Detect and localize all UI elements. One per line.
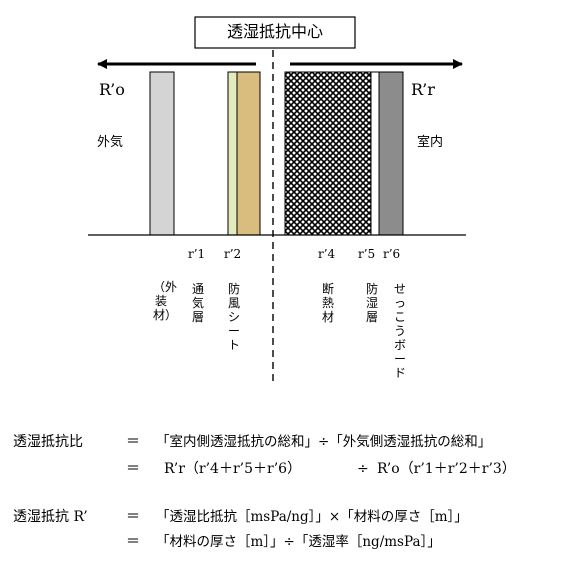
layer-wind-sheet-inner [227,71,238,236]
layer-name-vapor-barrier: 防湿層 [365,282,378,324]
layer-code-r1: r’1 [188,247,206,261]
resistance-equals-2: ＝ [126,534,140,550]
inside-resistance-symbol: R’r [411,80,435,99]
ratio-numerator: R’r（r’4＋r’5＋r’6） [164,461,302,477]
layer-wind-sheet [236,71,261,236]
outside-resistance-symbol: R’o [99,80,125,99]
resistance-definition-2: 「材料の厚さ［m］」÷「透湿率［ng/msPa］」 [156,534,441,550]
layer-code-r2: r’2 [224,247,242,261]
layer-gypsum-board [378,71,404,236]
ratio-denominator: R’o（r’1＋r’2＋r’3） [377,461,516,477]
layer-exterior [149,71,175,236]
outside-label: 外気 [97,135,124,150]
layer-code-r6: r’6 [383,247,401,261]
layer-code-r5: r’5 [358,247,376,261]
resistance-definition-1: 「透湿比抵抗［msPa/ng］」×「材料の厚さ［m］」 [156,509,468,525]
layer-insulation [284,71,372,236]
inside-label: 室内 [417,135,444,150]
ratio-equals-1: ＝ [126,434,140,450]
layer-name-insulation: 断熱材 [321,282,334,324]
ratio-divide: ÷ [357,461,369,477]
layer-name-wind-sheet: 防風シート [227,282,240,352]
resistance-label: 透湿抵抗 R’ [13,509,88,525]
layer-name-air-layer: 通気層 [191,282,204,324]
diagram-title: 透湿抵抗中心 [226,22,323,41]
layer-vapor-barrier [370,71,380,236]
ratio-equals-2: ＝ [126,461,140,477]
title-box [194,16,356,49]
ratio-definition: 「室内側透湿抵抗の総和」÷「外気側透湿抵抗の総和」 [156,434,492,450]
resistance-equals-1: ＝ [126,509,140,525]
layer-code-r4: r’4 [318,247,336,261]
ratio-label: 透湿抵抗比 [13,434,83,450]
layer-name-exterior: （外装材） [153,280,178,322]
layer-name-gypsum-board: せっこうボード [393,282,406,380]
